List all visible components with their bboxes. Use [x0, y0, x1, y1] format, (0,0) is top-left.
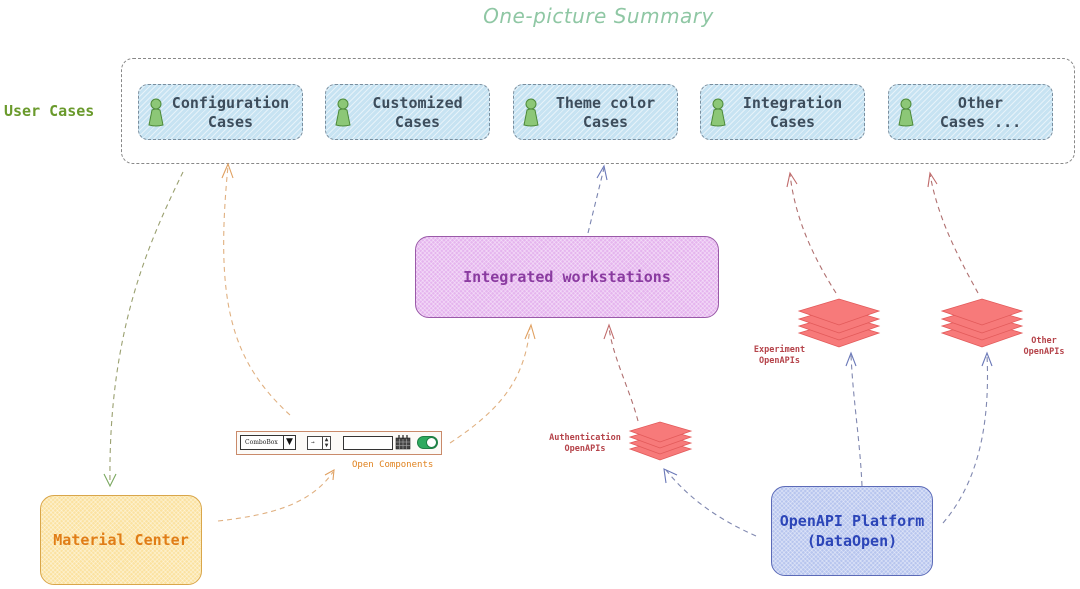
person-icon	[148, 98, 164, 127]
integrated-workstations-node[interactable]: Integrated workstations	[415, 236, 719, 318]
case-label: Integration Cases	[742, 94, 843, 131]
person-icon	[898, 98, 914, 127]
open-components-label: Open Components	[352, 460, 434, 470]
arrow-platform-to-experiment	[850, 354, 863, 487]
arrowhead-integrated-left	[524, 323, 536, 340]
dropdown-arrow-icon[interactable]: ▼	[283, 435, 296, 450]
stepper-sample[interactable]: → ▲▼	[307, 436, 331, 450]
arrow-usercases-to-material	[109, 171, 184, 485]
arrow-platform-to-auth	[665, 469, 757, 537]
person-icon	[523, 98, 539, 127]
layers-stack-icon-other	[940, 298, 1024, 348]
other-openapis-label: Other OpenAPIs	[1023, 336, 1065, 357]
combobox-sample[interactable]: ComboBox ▼	[240, 435, 296, 450]
text-field-sample[interactable]	[343, 436, 393, 450]
material-center-node[interactable]: Material Center	[40, 495, 202, 585]
experiment-openapis-label: Experiment OpenAPIs	[753, 345, 806, 366]
arrowhead-othercases	[927, 171, 938, 188]
arrowhead-theme	[596, 164, 608, 181]
case-configuration[interactable]: Configuration Cases	[138, 84, 303, 140]
combobox-value: ComboBox	[245, 439, 278, 446]
toggle-knob	[426, 437, 437, 448]
arrow-otherapis-to-othercases	[929, 173, 979, 294]
layers-stack-icon-authentication	[628, 421, 693, 461]
arrow-integrated-to-theme	[587, 167, 605, 234]
case-label: Configuration Cases	[171, 94, 290, 131]
arrowhead-experiment	[845, 351, 857, 367]
authentication-openapis-label: Authentication OpenAPIs	[549, 433, 621, 454]
arrow-experiment-to-integration	[789, 173, 837, 294]
arrowhead-integration	[786, 171, 798, 188]
arrowhead-integrated-right	[603, 323, 615, 340]
case-label: Customized Cases	[372, 94, 463, 131]
case-customized[interactable]: Customized Cases	[325, 84, 490, 140]
arrow-auth-to-integrated	[608, 326, 639, 422]
arrowhead-configuration	[221, 162, 234, 179]
case-label: Other Cases ...	[939, 94, 1022, 131]
arrowhead-auth	[663, 468, 678, 484]
arrowhead-material	[103, 473, 117, 488]
arrowhead-otherapis	[981, 351, 993, 367]
stepper-value: →	[311, 439, 315, 446]
diagram-title: One-picture Summary	[483, 4, 714, 28]
user-cases-group	[121, 58, 1075, 164]
case-other[interactable]: Other Cases ...	[888, 84, 1053, 140]
openapi-platform-node[interactable]: OpenAPI Platform (DataOpen)	[771, 486, 933, 576]
layers-stack-icon-experiment	[797, 298, 881, 348]
case-theme-color[interactable]: Theme color Cases	[513, 84, 678, 140]
calendar-icon[interactable]	[395, 434, 411, 450]
case-label: Theme color Cases	[555, 94, 656, 131]
toggle-switch-sample[interactable]	[417, 436, 438, 449]
arrowhead-components	[324, 469, 335, 481]
user-cases-label: User Cases	[4, 102, 95, 120]
arrow-components-to-configuration	[223, 165, 291, 416]
open-components-strip: ComboBox ▼ → ▲▼	[236, 431, 442, 455]
person-icon	[335, 98, 351, 127]
case-integration[interactable]: Integration Cases	[700, 84, 865, 140]
arrow-platform-to-otherapis	[942, 354, 988, 524]
stepper-arrows-icon[interactable]: ▲▼	[322, 436, 331, 450]
arrow-material-to-components	[217, 471, 334, 522]
person-icon	[710, 98, 726, 127]
arrow-components-to-integrated	[449, 326, 531, 444]
